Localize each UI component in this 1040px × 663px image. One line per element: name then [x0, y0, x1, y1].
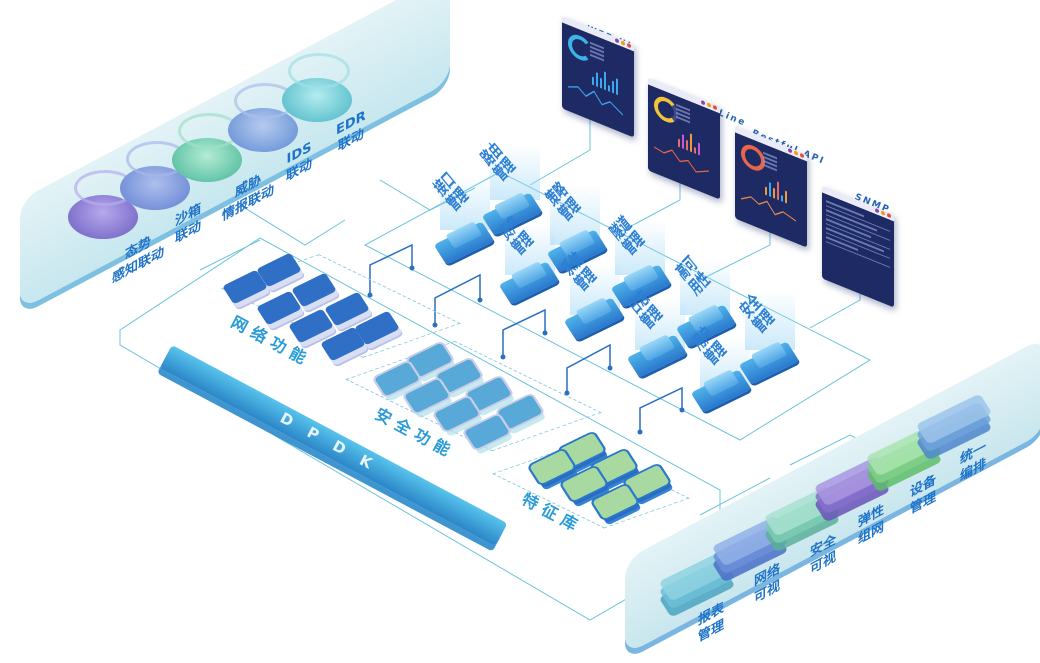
donut-chart-icon: [741, 140, 765, 175]
module-chip-security[interactable]: [738, 341, 800, 385]
module-chip-system[interactable]: [563, 297, 625, 341]
module-chip-user[interactable]: [690, 369, 752, 413]
line-chart-icon: [741, 196, 796, 222]
donut-chart-icon: [654, 92, 678, 127]
module-beam: [745, 290, 795, 350]
donut-chart-icon: [568, 30, 592, 65]
module-beam: [440, 175, 490, 230]
module-chip-asset[interactable]: [498, 261, 560, 305]
interface-screen-restful-api[interactable]: [735, 125, 807, 248]
module-beam: [490, 145, 540, 200]
module-chip-log[interactable]: [626, 334, 688, 378]
module-chip-interface[interactable]: [433, 221, 495, 265]
ring-icon: [288, 53, 350, 89]
line-chart-icon: [654, 146, 709, 173]
interface-screen-web-ui[interactable]: [562, 15, 634, 138]
line-chart-icon: [568, 86, 623, 116]
interface-screen-command-line[interactable]: [648, 77, 720, 200]
